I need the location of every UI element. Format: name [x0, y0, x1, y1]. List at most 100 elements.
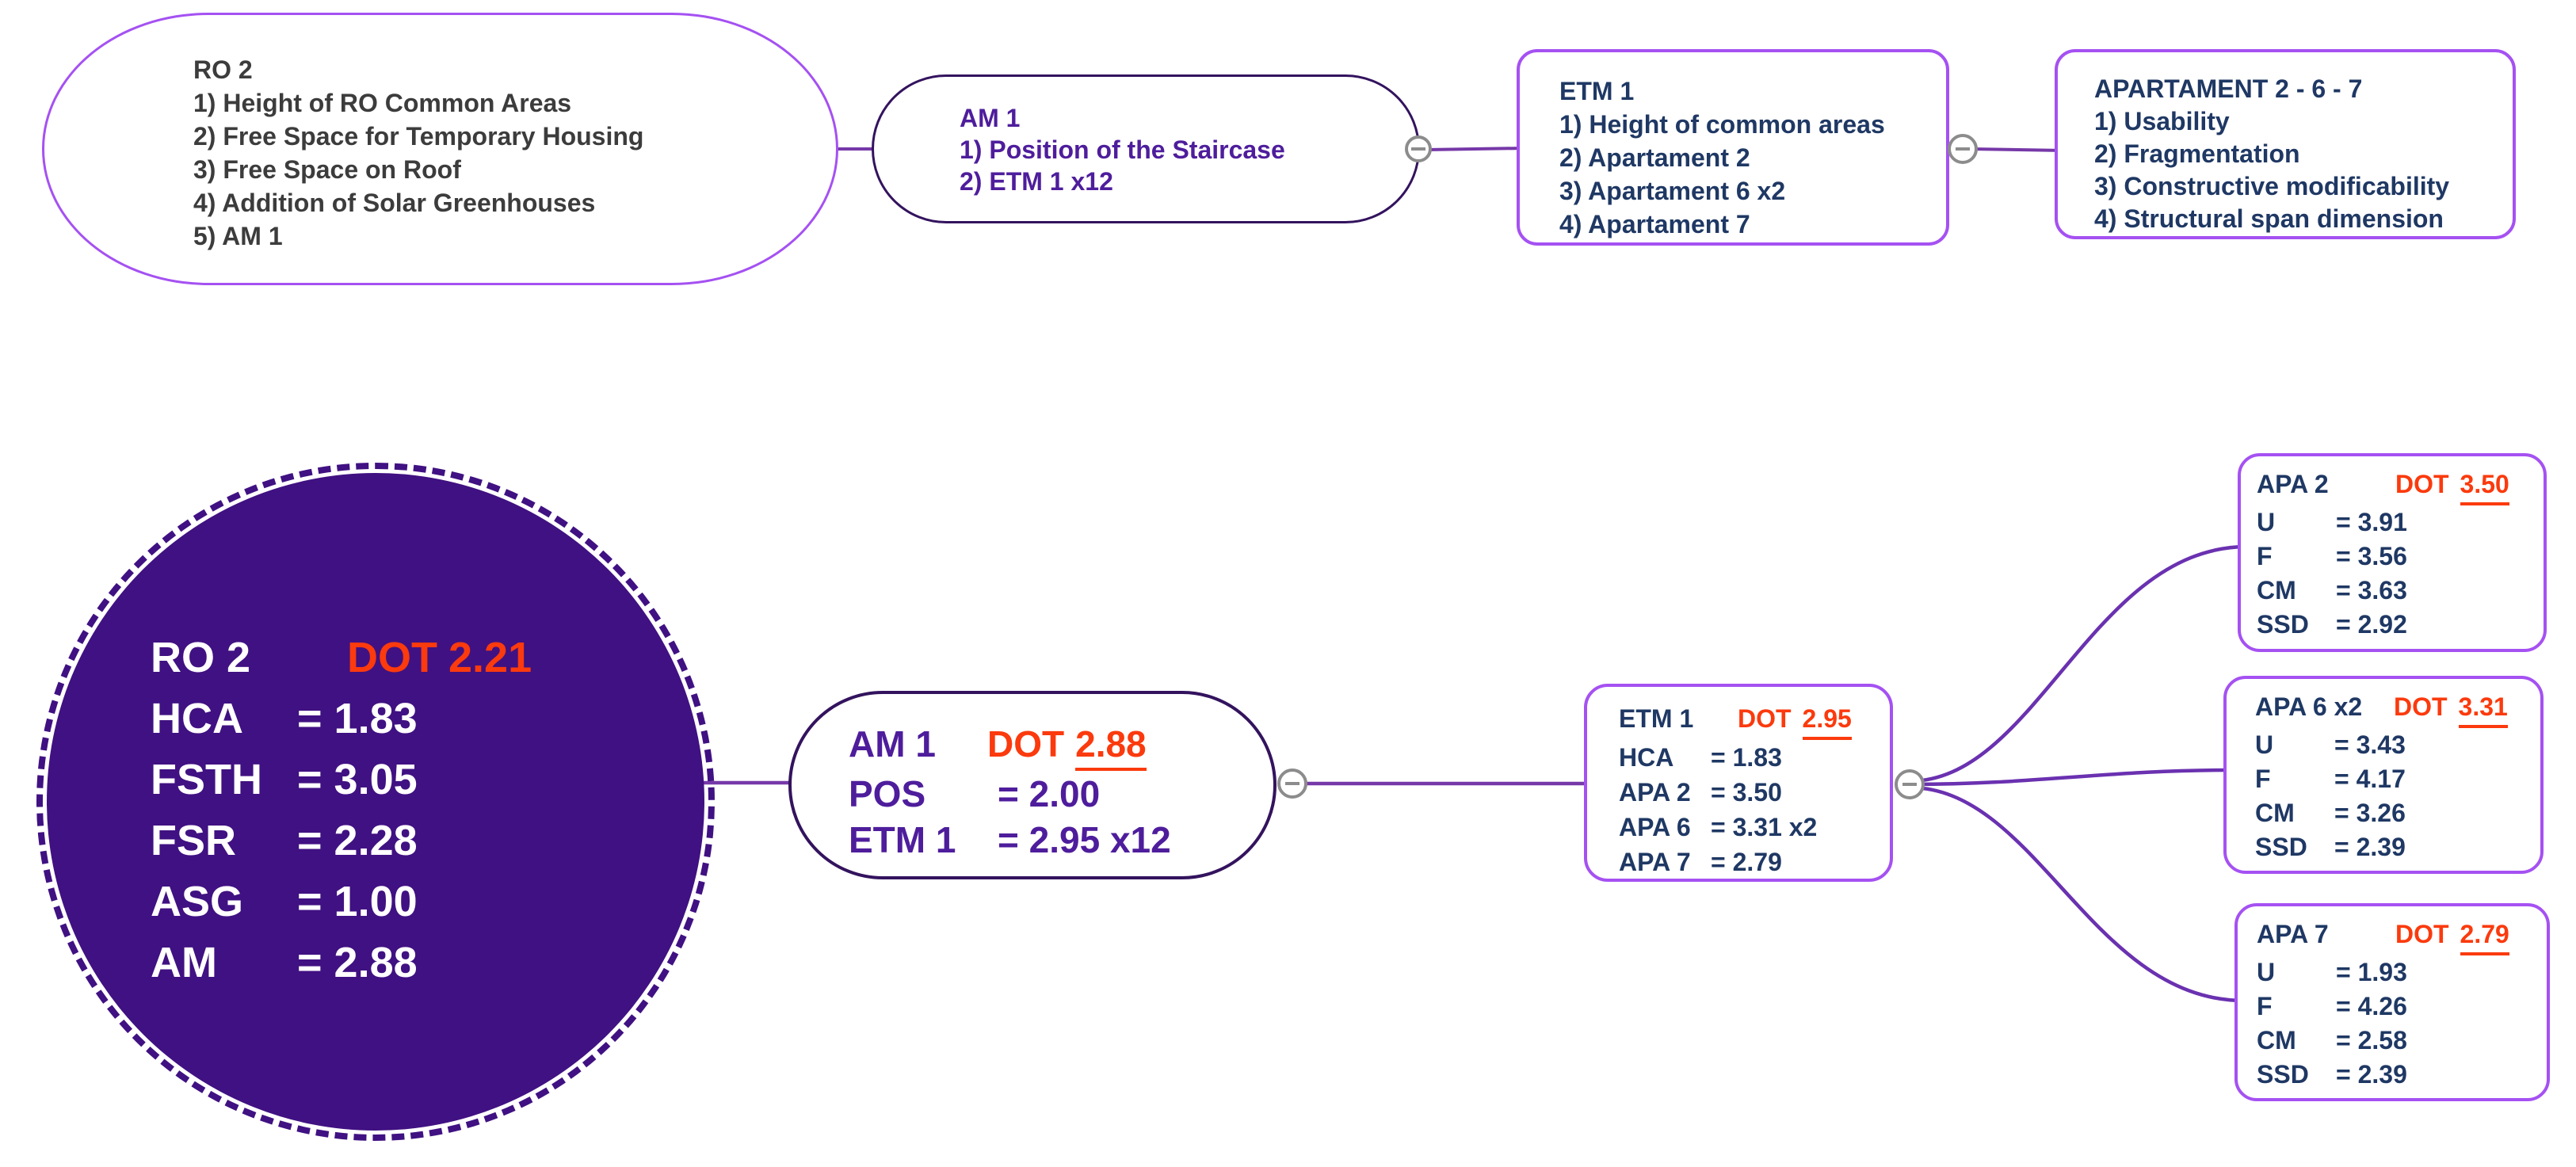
score-row: APA 2 = 3.50 [1619, 775, 1852, 810]
list-item: 3) Apartament 6 x2 [1559, 177, 1786, 205]
collapse-toggle-icon[interactable] [1895, 769, 1925, 799]
score-label: HCA [1619, 743, 1674, 772]
node-apa2-scores[interactable]: APA 2 DOT 3.50 U = 3.91 F = 3.56 CM = 3.… [2238, 453, 2547, 652]
list-item: 3) Constructive modificability [2094, 172, 2450, 200]
connector-etm1-apa7 [1909, 785, 2245, 1003]
score-row: FSTH = 3.05 [151, 749, 532, 810]
score-row: FSR = 2.28 [151, 810, 532, 871]
node-title: RO 2 [193, 55, 253, 84]
score-label: CM [2255, 799, 2295, 827]
score-value: = 2.00 [998, 773, 1101, 814]
node-title: ETM 1 [1559, 77, 1635, 105]
score-row: HCA = 1.83 [1619, 740, 1852, 775]
dot-label: DOT [2394, 692, 2448, 721]
list-item: 1) Position of the Staircase [960, 135, 1285, 164]
score-row: F = 3.56 [2257, 540, 2509, 574]
score-value: = 1.83 [297, 695, 418, 742]
node-ro2-criteria[interactable]: RO 2 1) Height of RO Common Areas 2) Fre… [42, 13, 838, 285]
node-title: RO 2 [151, 634, 251, 681]
score-value: = 2.92 [2336, 610, 2407, 639]
list-item: 1) Height of common areas [1559, 110, 1885, 139]
node-etm1-scores[interactable]: ETM 1 DOT 2.95 HCA = 1.83 APA 2 = 3.50 A… [1584, 684, 1893, 882]
dot-value: 2.21 [448, 634, 532, 681]
score-value: = 3.31 x2 [1711, 813, 1818, 841]
score-value: = 3.26 [2334, 799, 2406, 827]
score-row: U = 3.91 [2257, 505, 2509, 540]
score-row: SSD = 2.92 [2257, 608, 2509, 642]
dot-label: DOT [347, 634, 437, 681]
node-title-row: AM 1 DOT 2.88 [849, 721, 1171, 771]
score-row: F = 4.17 [2255, 762, 2508, 796]
node-apa7-scores[interactable]: APA 7 DOT 2.79 U = 1.93 F = 4.26 CM = 2.… [2234, 903, 2550, 1101]
score-row: U = 3.43 [2255, 728, 2508, 762]
score-value: = 2.95 x12 [998, 819, 1171, 860]
score-value: = 3.43 [2334, 730, 2406, 759]
score-label: SSD [2255, 833, 2307, 861]
collapse-toggle-icon[interactable] [1277, 768, 1307, 799]
score-value: = 3.91 [2336, 508, 2407, 536]
node-etm1-criteria[interactable]: ETM 1 1) Height of common areas 2) Apart… [1517, 49, 1949, 246]
score-label: U [2255, 730, 2274, 759]
score-label: U [2257, 508, 2276, 536]
list-item: 1) Height of RO Common Areas [193, 89, 572, 117]
score-row: F = 4.26 [2257, 990, 2509, 1024]
connector-etm1-apartament-top [1971, 147, 2065, 152]
node-ro2-scores[interactable]: RO 2 DOT 2.21 HCA = 1.83 FSTH = 3.05 FSR… [36, 463, 715, 1141]
score-value: = 1.00 [297, 878, 418, 925]
score-value: = 1.93 [2336, 958, 2407, 986]
list-item: 2) Apartament 2 [1559, 143, 1750, 172]
dot-value: 2.79 [2460, 917, 2509, 955]
node-apartament-criteria[interactable]: APARTAMENT 2 - 6 - 7 1) Usability 2) Fra… [2055, 49, 2516, 239]
minus-icon [1411, 147, 1425, 151]
score-label: ETM 1 [849, 819, 956, 860]
score-value: = 2.39 [2336, 1060, 2407, 1089]
score-label: FSTH [151, 756, 262, 803]
score-label: CM [2257, 576, 2296, 604]
score-value: = 2.88 [297, 939, 418, 986]
score-label: HCA [151, 695, 243, 742]
node-am1-scores[interactable]: AM 1 DOT 2.88 POS = 2.00 ETM 1 = 2.95 x1… [788, 691, 1277, 879]
score-row: AM = 2.88 [151, 932, 532, 993]
list-item: 4) Apartament 7 [1559, 210, 1750, 238]
score-value: = 4.26 [2336, 992, 2407, 1020]
score-value: = 2.28 [297, 817, 418, 864]
score-row: APA 6 = 3.31 x2 [1619, 810, 1852, 845]
dot-value: 2.88 [1075, 721, 1147, 771]
dot-value: 3.50 [2460, 467, 2509, 505]
connector-etm1-apa6 [1909, 768, 2232, 787]
connector-etm1-apa2 [1909, 544, 2248, 784]
score-value: = 3.50 [1711, 778, 1782, 807]
score-row: CM = 3.26 [2255, 796, 2508, 830]
list-item: 3) Free Space on Roof [193, 155, 461, 184]
score-label: SSD [2257, 610, 2309, 639]
node-am1-criteria[interactable]: AM 1 1) Position of the Staircase 2) ETM… [872, 74, 1420, 223]
score-row: SSD = 2.39 [2257, 1058, 2509, 1092]
score-label: F [2255, 765, 2271, 793]
node-title: APA 7 [2257, 920, 2329, 948]
score-row: ASG = 1.00 [151, 871, 532, 932]
score-row: ETM 1 = 2.95 x12 [849, 817, 1171, 863]
minus-icon [1902, 783, 1917, 786]
collapse-toggle-icon[interactable] [1948, 134, 1978, 164]
score-row: APA 7 = 2.79 [1619, 845, 1852, 879]
list-item: 5) AM 1 [193, 222, 283, 250]
node-title-row: APA 6 x2 DOT 3.31 [2255, 690, 2508, 728]
node-title: APA 2 [2257, 470, 2329, 498]
score-value: = 2.58 [2336, 1026, 2407, 1054]
score-row: CM = 3.63 [2257, 574, 2509, 608]
node-title-row: ETM 1 DOT 2.95 [1619, 701, 1852, 740]
node-title: AM 1 [960, 104, 1021, 132]
node-title: APARTAMENT 2 - 6 - 7 [2094, 74, 2363, 103]
dot-value: 3.31 [2458, 690, 2508, 728]
connector-am1-etm1-top [1425, 147, 1526, 151]
score-label: APA 7 [1619, 848, 1691, 876]
list-item: 1) Usability [2094, 107, 2230, 135]
score-row: CM = 2.58 [2257, 1024, 2509, 1058]
score-value: = 3.05 [297, 756, 418, 803]
node-apa6-scores[interactable]: APA 6 x2 DOT 3.31 U = 3.43 F = 4.17 CM =… [2223, 676, 2544, 874]
dot-label: DOT [1738, 704, 1792, 733]
collapse-toggle-icon[interactable] [1405, 135, 1432, 162]
score-label: ASG [151, 878, 244, 925]
score-label: AM [151, 939, 217, 986]
score-value: = 3.56 [2336, 542, 2407, 570]
